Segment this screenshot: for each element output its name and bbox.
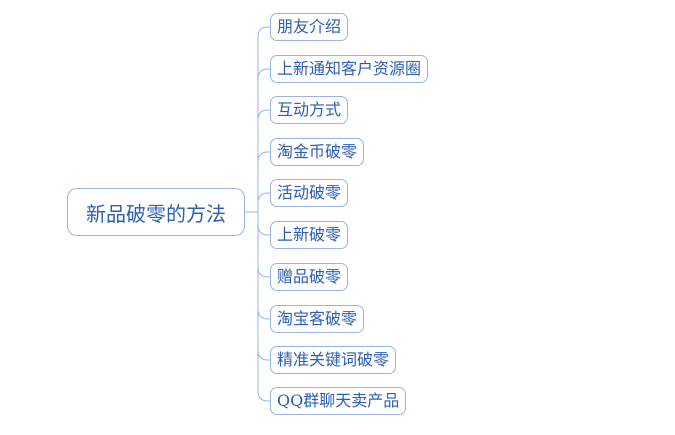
mindmap-node-9[interactable]: 精准关键词破零 (270, 346, 397, 374)
mindmap-node-4[interactable]: 淘金币破零 (270, 138, 365, 166)
mindmap-node-1[interactable]: 朋友介绍 (270, 13, 349, 41)
mindmap-node-5[interactable]: 活动破零 (270, 179, 349, 207)
mindmap-root-node[interactable]: 新品破零的方法 (67, 188, 245, 236)
mindmap-node-6[interactable]: 上新破零 (270, 221, 349, 249)
mindmap-node-10[interactable]: QQ群聊天卖产品 (270, 387, 407, 415)
mindmap-node-2[interactable]: 上新通知客户资源圈 (270, 55, 429, 83)
mindmap-node-3[interactable]: 互动方式 (270, 96, 349, 124)
mindmap-node-7[interactable]: 赠品破零 (270, 263, 349, 291)
mindmap-node-8[interactable]: 淘宝客破零 (270, 305, 365, 333)
